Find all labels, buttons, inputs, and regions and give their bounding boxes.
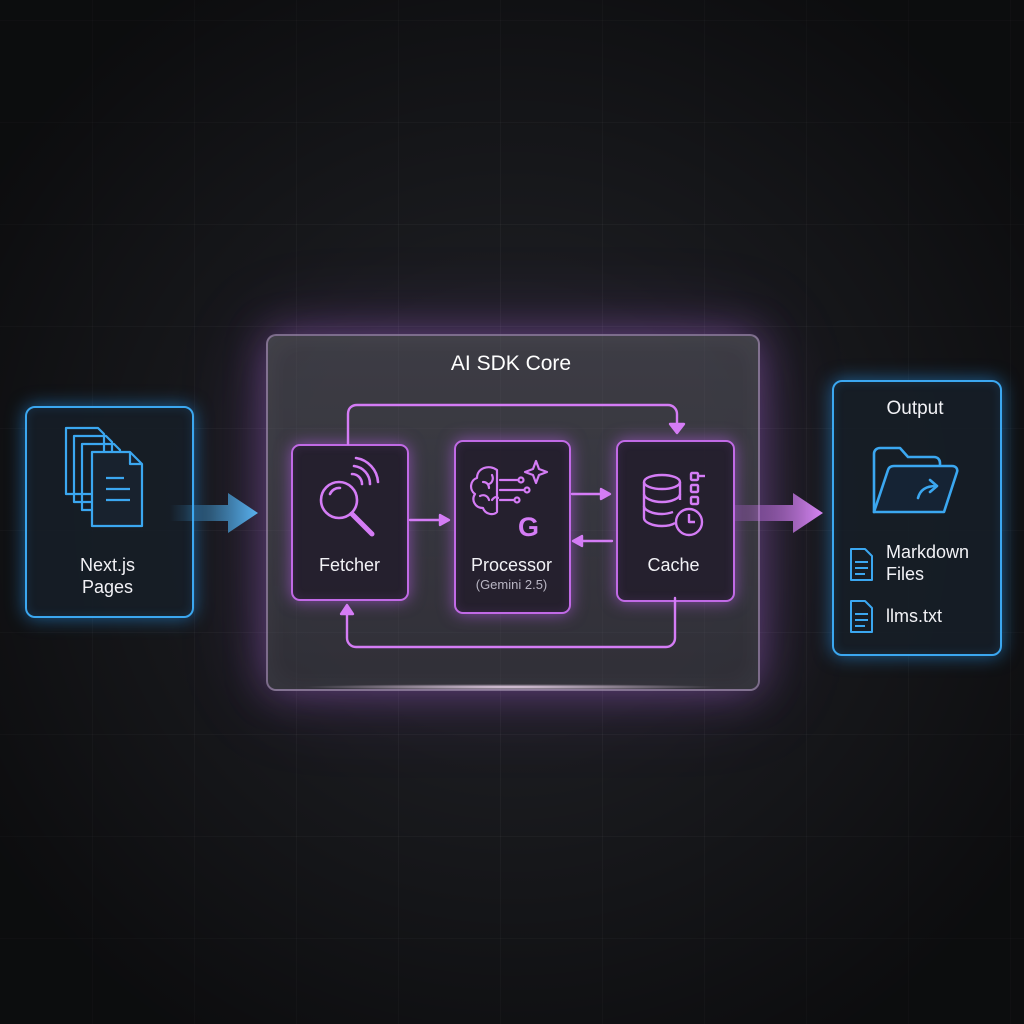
markdown-label-line2: Files [886,564,925,584]
cache-box [616,440,735,602]
core-glow [300,684,720,690]
llms-txt-label: llms.txt [886,606,942,626]
markdown-files-label: Markdown Files [886,541,969,585]
fetcher-box [291,444,409,601]
processor-label: Processor [470,555,553,575]
nextjs-pages-label: Next.js Pages [25,554,190,598]
output-title: Output [886,398,944,419]
nextjs-label-line2: Pages [81,577,134,597]
processor-sublabel: (Gemini 2.5) [475,577,548,592]
markdown-label-line1: Markdown [886,542,970,562]
ai-sdk-core-title: AI SDK Core [450,352,572,375]
fetcher-label: Fetcher [318,555,381,575]
nextjs-label-line1: Next.js [79,555,135,575]
cache-label: Cache [647,555,700,575]
